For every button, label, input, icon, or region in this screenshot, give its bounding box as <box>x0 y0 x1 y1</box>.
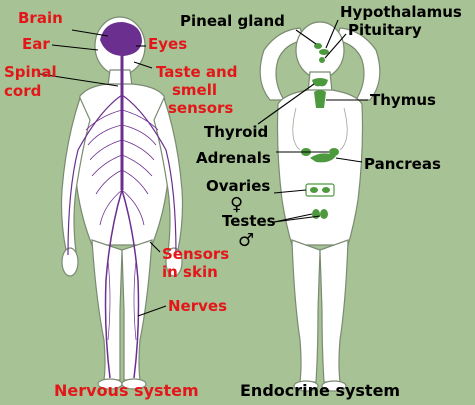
label-testes: Testes <box>222 212 276 230</box>
label-ovaries: Ovaries <box>206 177 271 195</box>
label-spinal-line2: cord <box>4 82 42 100</box>
label-skin-line2: in skin <box>162 263 218 281</box>
nerve-network <box>67 54 177 379</box>
female-symbol: ♀ <box>230 194 244 215</box>
label-thyroid: Thyroid <box>204 123 269 141</box>
label-taste-line3: sensors <box>168 99 234 117</box>
label-spinal-line1: Spinal <box>4 63 57 81</box>
pituitary-shape <box>319 57 325 63</box>
label-skin-line1: Sensors <box>162 245 230 263</box>
nervous-system-title: Nervous system <box>54 381 199 400</box>
label-pancreas: Pancreas <box>364 155 441 173</box>
label-hypothalamus: Hypothalamus <box>340 3 462 21</box>
label-adrenals: Adrenals <box>196 149 271 167</box>
testis-right-shape <box>320 209 328 219</box>
pancreas-shape <box>310 153 336 163</box>
thymus-shape <box>314 90 326 108</box>
ovary-right-shape <box>322 187 330 193</box>
nervous-leader-lines <box>39 29 167 317</box>
label-taste-line2: smell <box>172 81 218 99</box>
label-taste-line1: Taste and <box>156 63 238 81</box>
ovary-left-shape <box>310 187 318 193</box>
endocrine-torso <box>276 89 364 246</box>
endocrine-leader-lines <box>257 19 368 223</box>
endocrine-figure <box>259 21 381 392</box>
pineal-shape <box>314 43 322 49</box>
label-brain: Brain <box>18 9 63 27</box>
label-ear: Ear <box>22 35 50 53</box>
brain-shape <box>100 22 142 56</box>
adrenal-right-shape <box>329 148 339 156</box>
label-nerves: Nerves <box>168 297 228 315</box>
label-pituitary: Pituitary <box>348 21 422 39</box>
label-eyes: Eyes <box>148 35 188 53</box>
testis-left-shape <box>312 209 320 219</box>
label-pineal-gland: Pineal gland <box>180 12 285 30</box>
male-symbol: ♂ <box>238 230 255 251</box>
thyroid-shape <box>312 78 328 87</box>
endocrine-system-title: Endocrine system <box>240 381 401 400</box>
endocrine-head <box>295 21 345 79</box>
hypothalamus-shape <box>319 49 329 55</box>
label-thymus: Thymus <box>370 91 436 109</box>
